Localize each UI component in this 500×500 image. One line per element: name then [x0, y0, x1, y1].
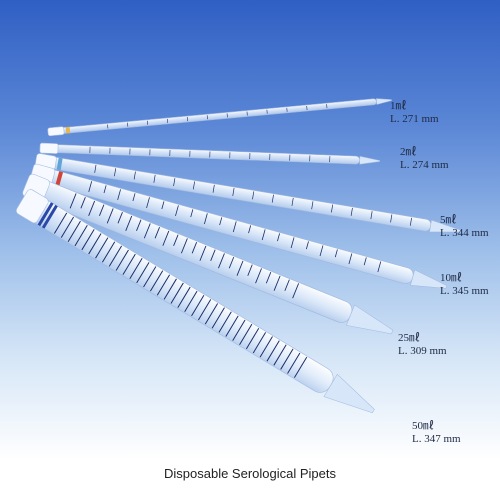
pipet-25ml-label: 25㎖ L. 309 mm [398, 332, 447, 358]
pipet-1ml [47, 98, 392, 137]
pipet-10ml-volume: 10㎖ [440, 272, 462, 284]
pipet-25ml-volume: 25㎖ [398, 332, 420, 344]
pipet-5ml [34, 153, 461, 233]
pipet-2ml-label: 2㎖ L. 274 mm [400, 146, 449, 172]
pipet-1ml-length: L. 271 mm [390, 113, 439, 125]
pipet-50ml-length: L. 347 mm [412, 433, 461, 445]
pipet-5ml-length: L. 344 mm [440, 227, 489, 239]
pipet-5ml-label: 5㎖ L. 344 mm [440, 214, 489, 240]
pipet-1ml-volume: 1㎖ [390, 100, 407, 112]
pipet-10ml-length: L. 345 mm [440, 285, 489, 297]
pipet-25ml-length: L. 309 mm [398, 345, 447, 357]
pipet-2ml [39, 142, 381, 165]
pipet-2ml-volume: 2㎖ [400, 146, 417, 158]
product-caption: Disposable Serological Pipets [164, 466, 336, 481]
pipets-illustration [15, 98, 461, 414]
pipet-1ml-label: 1㎖ L. 271 mm [390, 100, 439, 126]
pipet-2ml-length: L. 274 mm [400, 159, 449, 171]
pipet-5ml-volume: 5㎖ [440, 214, 457, 226]
pipets-photo: 1㎖ L. 271 mm 2㎖ L. 274 mm 5㎖ L. 344 mm 1… [0, 0, 500, 460]
pipet-50ml-label: 50㎖ L. 347 mm [412, 420, 461, 446]
pipet-50ml [15, 189, 375, 414]
pipet-10ml-label: 10㎖ L. 345 mm [440, 272, 489, 298]
pipet-50ml-volume: 50㎖ [412, 420, 434, 432]
